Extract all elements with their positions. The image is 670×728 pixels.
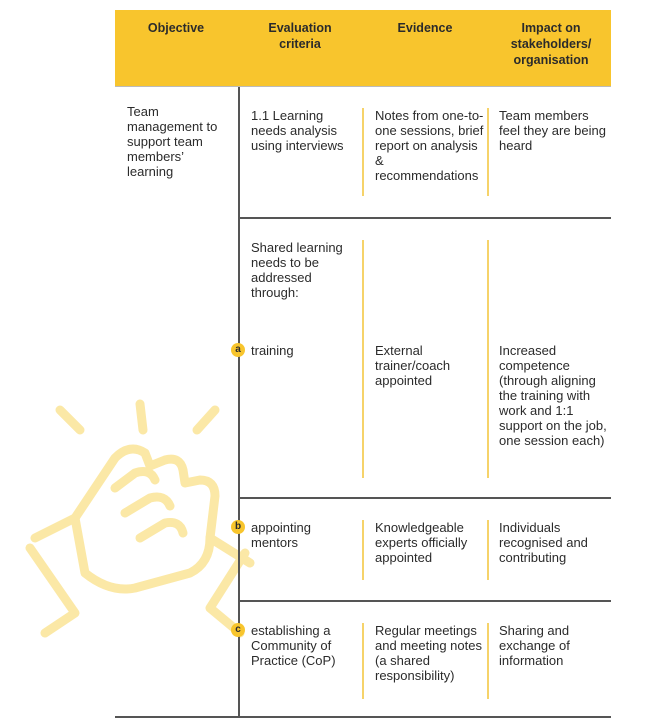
column-divider — [487, 240, 489, 478]
impact-cell: Team members feel they are being heard — [499, 108, 606, 153]
column-divider — [487, 108, 489, 196]
row-divider — [238, 497, 611, 499]
handshake-icon — [25, 399, 255, 638]
row-divider — [238, 217, 611, 219]
table-header: Objective Evaluation criteria Evidence I… — [115, 10, 611, 86]
evidence-cell: Knowledgeable experts officially appoint… — [375, 520, 468, 565]
column-divider — [487, 623, 489, 699]
header-rule — [115, 86, 611, 87]
criteria-cell: establishing a Community of Practice (Co… — [251, 623, 336, 668]
header-evaluation-criteria: Evaluation criteria — [268, 21, 332, 51]
table-bottom-rule — [115, 716, 611, 718]
objective-text: Team management to support team members’… — [127, 104, 218, 179]
criteria-intro: Shared learning needs to be addressed th… — [251, 240, 343, 300]
criteria-cell: appointing mentors — [251, 520, 311, 550]
marker-badge: b — [231, 520, 245, 534]
header-evidence: Evidence — [397, 21, 453, 35]
column-divider — [362, 240, 364, 478]
evidence-cell: Notes from one-to-one sessions, brief re… — [375, 108, 484, 183]
evidence-cell: Regular meetings and meeting notes (a sh… — [375, 623, 482, 683]
column-divider — [362, 108, 364, 196]
criteria-cell: 1.1 Learning needs analysis using interv… — [251, 108, 344, 153]
column-rule — [238, 86, 240, 718]
header-objective: Objective — [147, 21, 205, 35]
impact-cell: Individuals recognised and contributing — [499, 520, 588, 565]
marker-badge: c — [231, 623, 245, 637]
header-impact: Impact on stakeholders/ organisation — [510, 21, 592, 67]
evidence-cell: External trainer/coach appointed — [375, 343, 451, 388]
impact-cell: Sharing and exchange of information — [499, 623, 570, 668]
column-divider — [362, 520, 364, 580]
impact-cell: Increased competence (through aligning t… — [499, 343, 607, 448]
criteria-cell: training — [251, 343, 294, 358]
row-divider — [238, 600, 611, 602]
column-divider — [487, 520, 489, 580]
column-divider — [362, 623, 364, 699]
marker-badge: a — [231, 343, 245, 357]
